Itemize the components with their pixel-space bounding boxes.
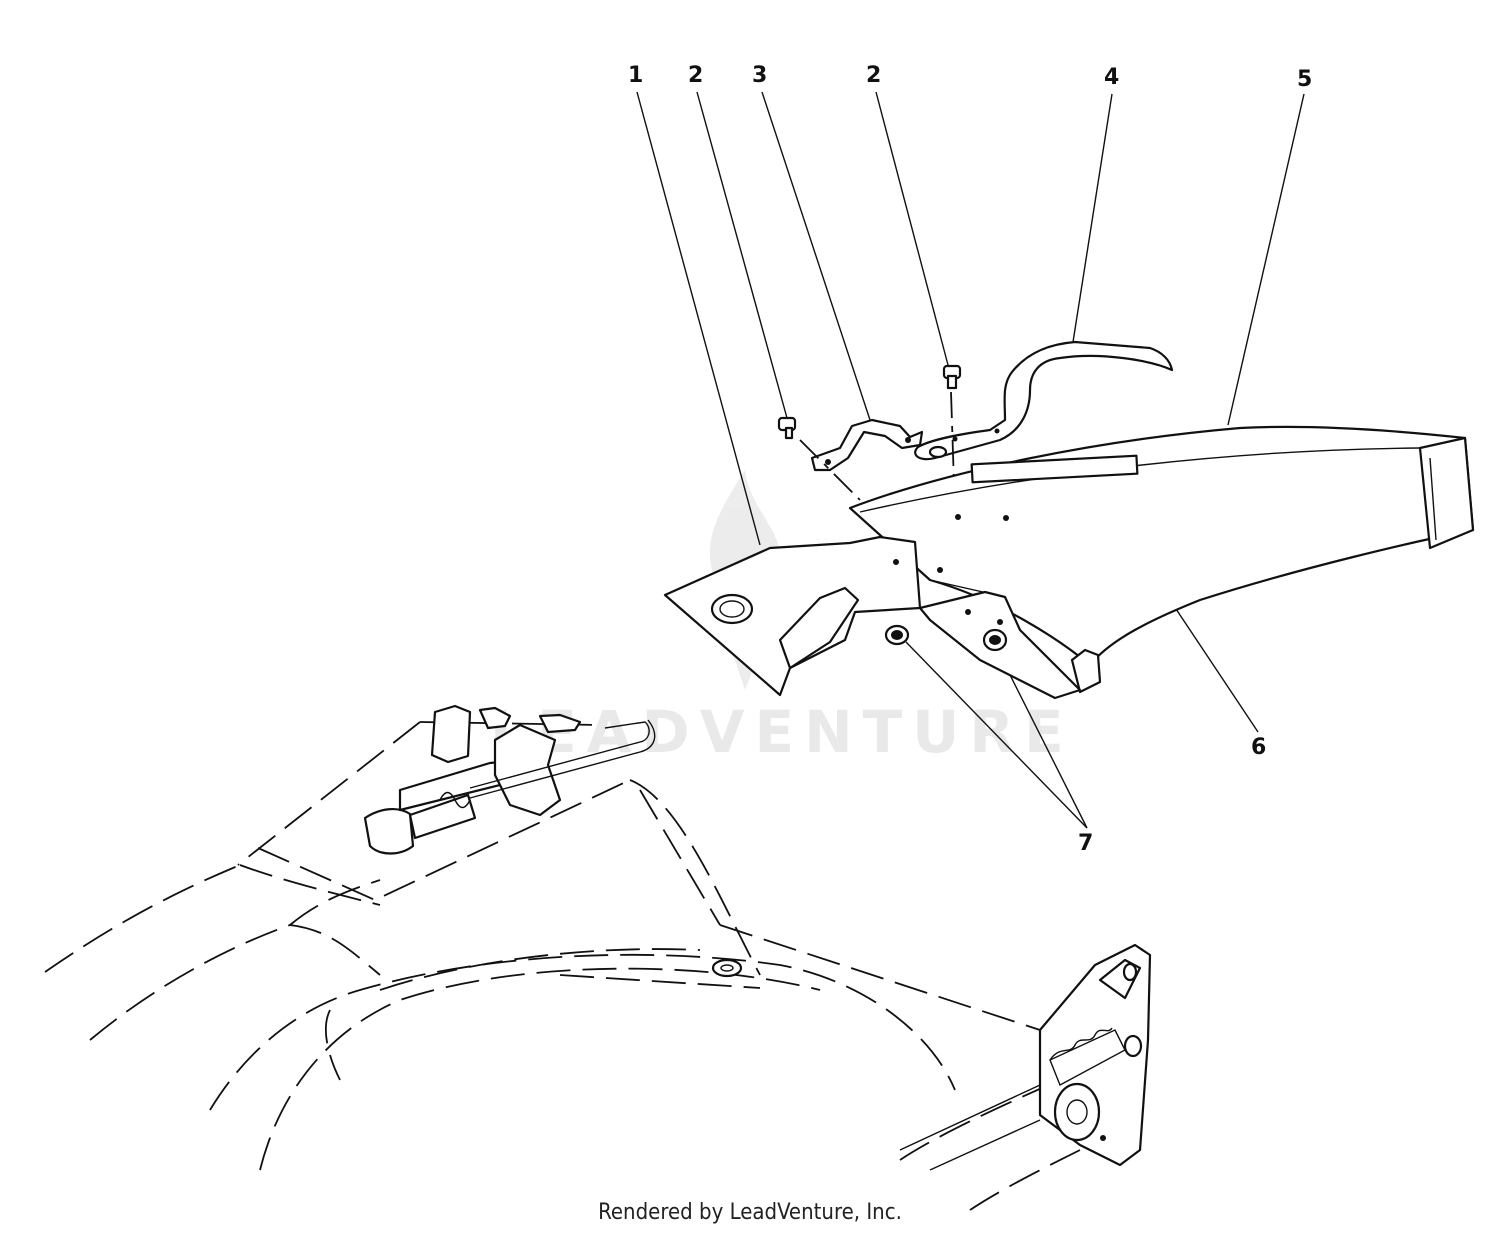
part-4-handle: [914, 340, 1174, 461]
credit-text: Rendered by LeadVenture, Inc.: [598, 1200, 902, 1225]
deck-latch-assembly: [363, 704, 656, 855]
callout-4: 4: [1104, 65, 1119, 90]
mower-deck-phantom: [44, 721, 1081, 1211]
callout-1: 1: [628, 63, 643, 88]
part-5-chute: [848, 425, 1475, 694]
watermark-text: LEADVENTURE: [490, 698, 1074, 766]
callout-7: 7: [1078, 831, 1093, 856]
callout-6: 6: [1251, 735, 1266, 760]
callout-3: 3: [752, 63, 767, 88]
callout-5: 5: [1297, 67, 1312, 92]
part-3-bracket: [810, 418, 924, 472]
callout-2-right: 2: [866, 63, 881, 88]
callout-2-left: 2: [688, 63, 703, 88]
callout-labels: 1 2 3 2 4 5 6 7: [628, 63, 1312, 856]
part-7-nuts: [884, 624, 1008, 652]
height-adjust-plate: [899, 943, 1152, 1171]
part-2-screws: [777, 364, 962, 516]
